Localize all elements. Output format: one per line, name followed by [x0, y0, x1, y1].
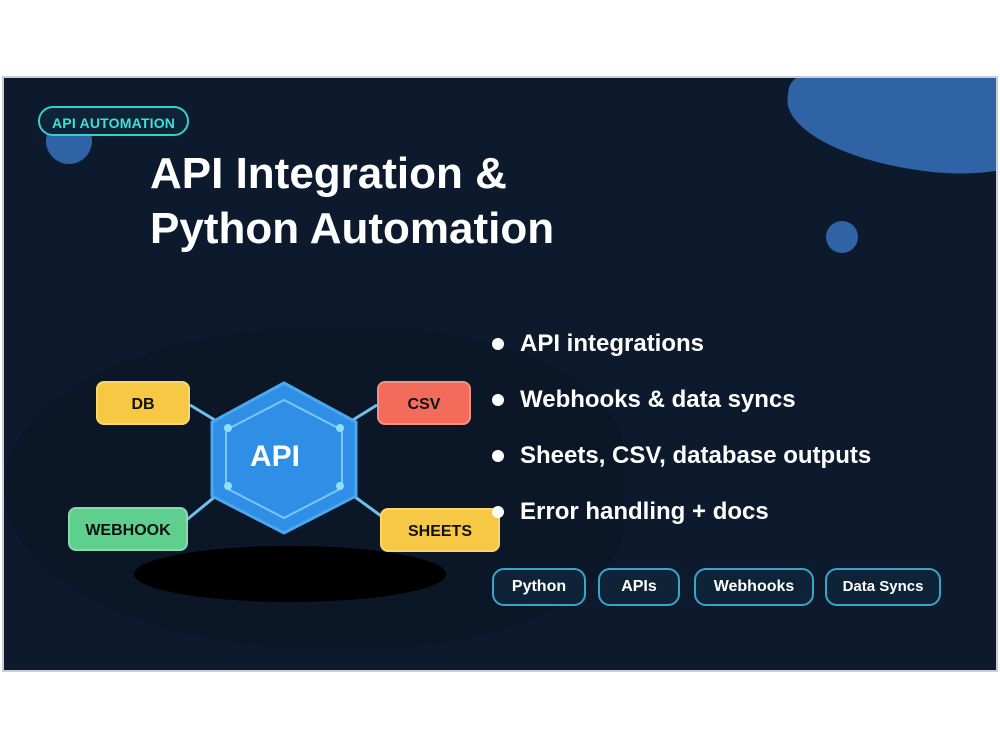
decorative-dot-right: [826, 221, 858, 253]
slide-title: API Integration & Python Automation: [150, 146, 554, 256]
connector-joint-sheets: [336, 482, 344, 490]
connector-joint-csv: [336, 424, 344, 432]
feature-item: Error handling + docs: [492, 494, 871, 550]
slide: API AUTOMATION API Integration & Python …: [2, 76, 998, 672]
bullet-dot-icon: [492, 394, 504, 406]
bullet-dot-icon: [492, 450, 504, 462]
feature-item: Sheets, CSV, database outputs: [492, 438, 871, 494]
hub-label: API: [250, 440, 300, 473]
node-webhook: WEBHOOK: [68, 507, 188, 551]
title-line-1: API Integration &: [150, 149, 507, 198]
connector-joint-webhook: [224, 482, 232, 490]
node-sheets: SHEETS: [380, 508, 500, 552]
connector-joint-db: [224, 424, 232, 432]
hub-hexagon: [210, 381, 358, 535]
tag-apis: APIs: [598, 568, 680, 606]
category-badge: API AUTOMATION: [38, 106, 190, 136]
feature-text: Sheets, CSV, database outputs: [520, 442, 872, 469]
bullet-dot-icon: [492, 338, 504, 350]
node-csv: CSV: [377, 381, 471, 425]
node-db: DB: [96, 381, 190, 425]
tag-webhooks: Webhooks: [694, 568, 814, 606]
feature-item: API integrations: [492, 326, 871, 382]
api-hub-diagram: API: [183, 381, 389, 535]
feature-text: API integrations: [520, 330, 705, 357]
feature-item: Webhooks & data syncs: [492, 382, 871, 438]
tag-data-syncs: Data Syncs: [825, 568, 941, 606]
feature-list: API integrations Webhooks & data syncs S…: [492, 326, 871, 550]
feature-text: Error handling + docs: [520, 498, 769, 525]
tag-python: Python: [492, 568, 586, 606]
diagram-shadow-ellipse: [134, 546, 446, 602]
bullet-dot-icon: [492, 506, 504, 518]
feature-text: Webhooks & data syncs: [520, 386, 796, 413]
title-line-2: Python Automation: [150, 204, 555, 253]
